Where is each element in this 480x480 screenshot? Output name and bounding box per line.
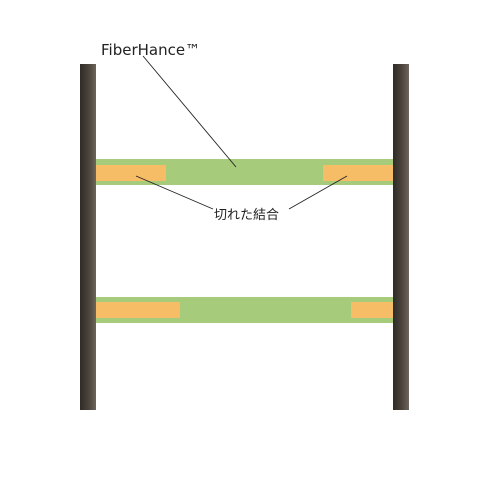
lower-left-broken-bond <box>96 302 180 318</box>
product-name-label: FiberHance™ <box>101 41 200 59</box>
broken-bond-label: 切れた結合 <box>214 208 279 223</box>
broken-bond-leader-line-right <box>288 175 348 210</box>
lower-right-broken-bond <box>351 302 393 318</box>
left-fiber-post <box>80 64 96 410</box>
product-name-leader-line <box>142 55 237 168</box>
upper-left-broken-bond <box>96 165 166 181</box>
upper-right-broken-bond <box>323 165 393 181</box>
broken-bond-leader-line-left <box>135 175 214 210</box>
right-fiber-post <box>393 64 409 410</box>
